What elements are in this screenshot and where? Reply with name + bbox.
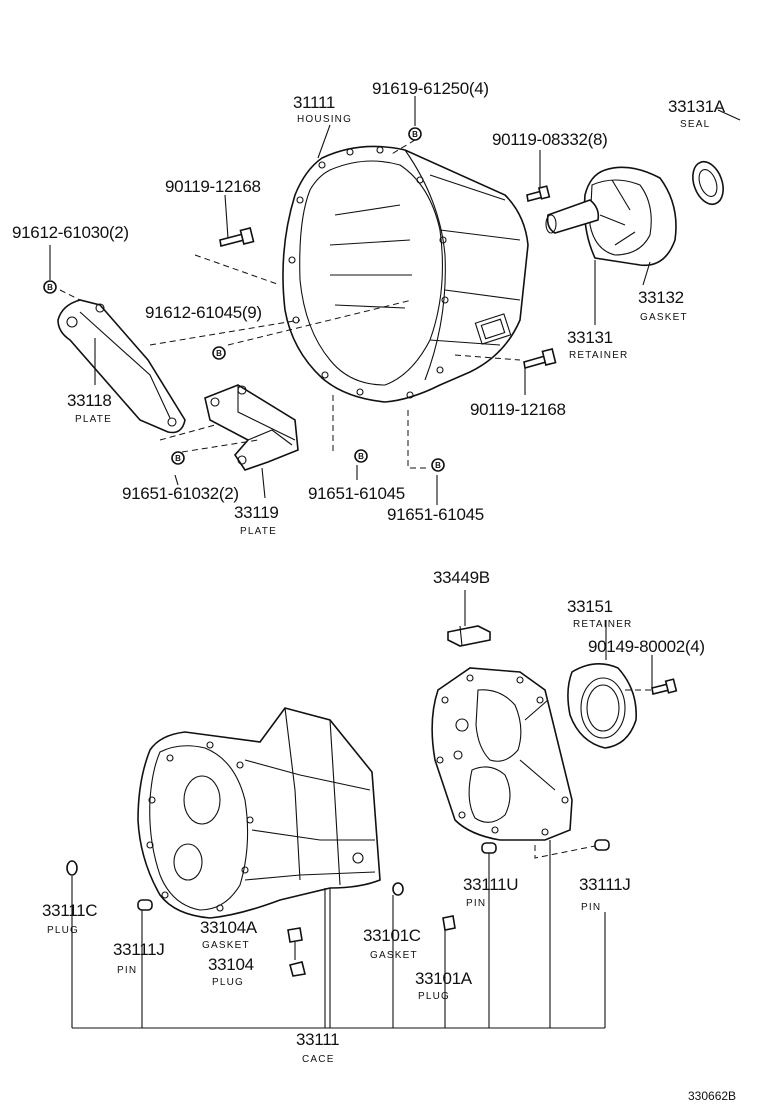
bolt-drawings-upper	[219, 185, 557, 370]
retainer-33131-name: RETAINER	[569, 350, 628, 361]
bolt-12168-right-part-number: 90119-12168	[470, 400, 566, 419]
bolt-marker-icon: B	[171, 451, 185, 465]
pin-33111j-right-name: PIN	[581, 902, 601, 913]
retainer-33131-drawing	[545, 166, 677, 267]
bolt-marker-icon: B	[408, 127, 422, 141]
plate-33119-drawing	[204, 384, 299, 471]
pin-33111u-part-number: 33111U	[463, 875, 518, 894]
housing-name: HOUSING	[297, 114, 352, 125]
pin-33111u-name: PIN	[466, 898, 486, 909]
bolt-marker-icon: B	[354, 449, 368, 463]
bolt-61045-a-part-number: 91651-61045	[308, 484, 405, 503]
seal-33131a-drawing	[692, 160, 724, 206]
plug-33111c-name: PLUG	[47, 925, 79, 936]
gasket-33104a-part-number: 33104A	[200, 918, 258, 937]
lower-leader-lines	[71, 590, 653, 1029]
plug-33104-part-number: 33104	[208, 955, 254, 974]
pin-33111j-left-name: PIN	[117, 965, 137, 976]
case-part-number: 33111	[296, 1030, 339, 1049]
plate-33119-part-number: 33119	[234, 503, 279, 522]
gasket-33104a-name: GASKET	[202, 940, 250, 951]
figure-id: 330662B	[688, 1089, 736, 1103]
pin-33111j-right-part-number: 33111J	[579, 875, 630, 894]
retainer-33131-part-number: 33131	[567, 328, 613, 347]
plate-33118-part-number: 33118	[67, 391, 112, 410]
retainer-33151-name: RETAINER	[573, 619, 632, 630]
case-drawing	[137, 707, 381, 919]
bolt-61030-part-number: 91612-61030(2)	[12, 223, 129, 242]
seal-name: SEAL	[680, 119, 710, 130]
svg-text:B: B	[216, 349, 222, 358]
bolt-marker-icon: B	[431, 458, 445, 472]
housing-part-number: 31111	[293, 93, 335, 112]
svg-text:B: B	[175, 454, 181, 463]
case-name: CACE	[302, 1054, 335, 1065]
bolt-61032-part-number: 91651-61032(2)	[122, 484, 239, 503]
retainer-33151-part-number: 33151	[567, 597, 613, 616]
seal-part-number: 33131A	[668, 97, 726, 116]
bolt-08332-part-number: 90119-08332(8)	[492, 130, 608, 149]
plug-33104-name: PLUG	[212, 977, 244, 988]
plate-33118-name: PLATE	[75, 414, 112, 425]
plate-33119-name: PLATE	[240, 526, 277, 537]
bolt-61045-b-part-number: 91651-61045	[387, 505, 484, 524]
bolt-80002-drawing	[651, 678, 678, 695]
pin-33111j-left-part-number: 33111J	[113, 940, 164, 959]
bolt-61250-part-number: 91619-61250(4)	[372, 79, 489, 98]
plate-33118-drawing	[57, 299, 186, 434]
plug-33101a-name: PLUG	[418, 991, 450, 1002]
bolt-80002-part-number: 90149-80002(4)	[588, 637, 705, 656]
upper-leader-lines	[49, 96, 741, 505]
gasket-33132-part-number: 33132	[638, 288, 684, 307]
bolt-61045-9-part-number: 91612-61045(9)	[145, 303, 262, 322]
bolt-marker-icon: B	[212, 346, 226, 360]
bolt-markers: B B B B B B	[43, 127, 445, 472]
gasket-33101c-part-number: 33101C	[363, 926, 421, 945]
plug-33111c-part-number: 33111C	[42, 901, 97, 920]
retainer-33151-drawing	[567, 663, 637, 749]
svg-text:B: B	[47, 283, 53, 292]
bolt-12168-top-part-number: 90119-12168	[165, 177, 261, 196]
bolt-marker-icon: B	[43, 280, 57, 294]
svg-text:B: B	[412, 130, 418, 139]
gasket-33101c-name: GASKET	[370, 950, 418, 961]
plug-33101a-part-number: 33101A	[415, 969, 473, 988]
gasket-33132-name: GASKET	[640, 312, 688, 323]
svg-text:B: B	[358, 452, 364, 461]
svg-text:B: B	[435, 461, 441, 470]
part-33449b-number: 33449B	[433, 568, 490, 587]
clip-33449b-drawing	[447, 625, 491, 647]
adapter-drawing	[431, 667, 573, 841]
housing-drawing	[282, 145, 529, 403]
